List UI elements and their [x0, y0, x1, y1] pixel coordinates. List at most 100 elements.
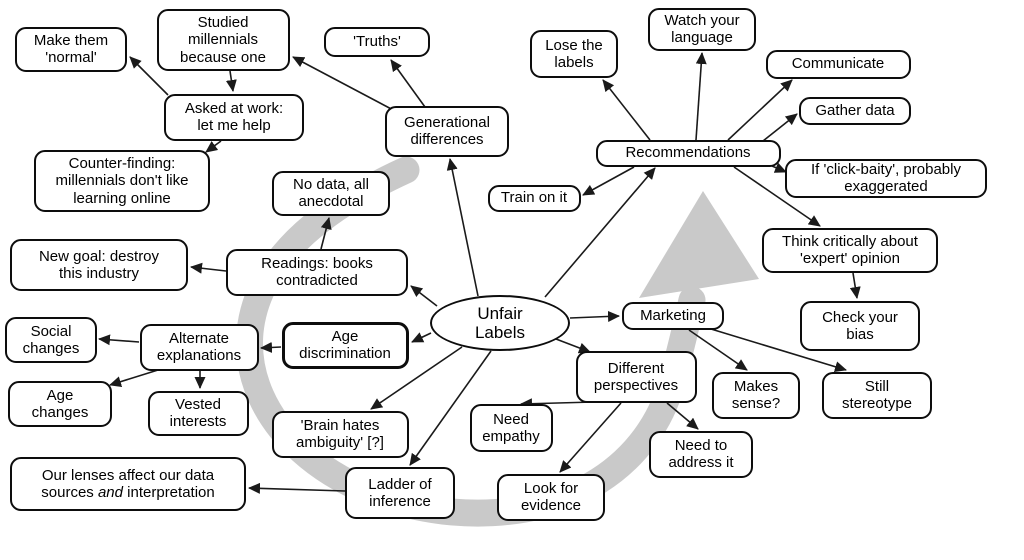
- node-label: Look for evidence: [520, 479, 582, 514]
- node-label: Social changes: [22, 322, 80, 357]
- node-think-critically: Think critically about 'expert' opinion: [762, 227, 938, 273]
- node-check-your-bias: Check your bias: [800, 301, 920, 351]
- node-label: Lose the labels: [545, 36, 603, 71]
- node-label: Ladder of inference: [368, 475, 432, 510]
- edge-unfair-labels-generational-differences: [446, 158, 479, 297]
- node-label: Age discrimination: [299, 327, 391, 362]
- node-label: Vested interests: [169, 395, 227, 430]
- node-watch-your-language: Watch your language: [648, 7, 756, 51]
- node-social-changes: Social changes: [5, 317, 97, 363]
- node-vested-interests: Vested interests: [147, 390, 249, 436]
- node-label: Communicate: [791, 55, 885, 73]
- node-label-segment: Our lenses affect our data sources: [41, 466, 215, 501]
- node-label: If 'click-baity', probably exaggerated: [811, 160, 961, 195]
- node-lose-the-labels: Lose the labels: [530, 30, 618, 78]
- node-label: Unfair Labels: [474, 303, 526, 342]
- node-label: Gather data: [815, 102, 895, 120]
- edge-generational-differences-studied-millennials: [292, 56, 398, 113]
- node-age-discrimination: Age discrimination: [281, 321, 409, 369]
- node-label-segment: interpretation: [123, 484, 215, 501]
- edge-different-perspectives-look-for-evidence: [559, 402, 622, 473]
- node-marketing: Marketing: [622, 302, 724, 330]
- edge-alternate-explanations-age-changes: [109, 369, 159, 387]
- edge-asked-at-work-counter-finding: [205, 140, 222, 153]
- node-makes-sense: Makes sense?: [712, 371, 800, 419]
- edge-think-critically-check-your-bias: [849, 272, 861, 299]
- node-alternate-explanations: Alternate explanations: [139, 323, 259, 371]
- node-label: Age changes: [31, 386, 89, 421]
- node-label: Counter-finding: millennials don't like …: [55, 155, 189, 207]
- edge-recommendations-gather-data: [762, 113, 798, 142]
- node-label: Watch your language: [664, 11, 740, 46]
- edge-readings-no-data: [320, 217, 332, 250]
- node-click-baity: If 'click-baity', probably exaggerated: [785, 158, 987, 198]
- node-label: No data, all anecdotal: [293, 175, 369, 210]
- node-label: New goal: destroy this industry: [38, 247, 160, 282]
- node-label: Marketing: [640, 307, 706, 325]
- edge-recommendations-watch-your-language: [695, 52, 707, 141]
- node-readings: Readings: books contradicted: [226, 248, 408, 296]
- node-label: Make them 'normal': [33, 31, 109, 66]
- node-truths: 'Truths': [324, 27, 430, 57]
- edge-different-perspectives-need-to-address: [666, 402, 699, 430]
- edge-age-discrimination-alternate-explanations: [260, 341, 282, 353]
- edge-unfair-labels-brain-hates: [370, 346, 463, 410]
- edge-asked-at-work-make-them-normal: [129, 56, 169, 96]
- edge-unfair-labels-age-discrimination: [411, 332, 432, 343]
- edge-generational-differences-truths: [390, 59, 426, 108]
- node-ladder-of-inference: Ladder of inference: [345, 467, 455, 519]
- node-label: Studied millennials because one: [180, 14, 266, 66]
- edge-unfair-labels-different-perspectives: [555, 338, 591, 354]
- node-label: Generational differences: [404, 113, 490, 148]
- edge-recommendations-communicate: [727, 79, 793, 141]
- edge-marketing-still-stereotype: [710, 328, 847, 373]
- edge-ladder-of-inference-our-lenses: [248, 482, 346, 494]
- edge-recommendations-train-on-it: [582, 166, 635, 196]
- node-communicate: Communicate: [765, 49, 911, 79]
- node-recommendations: Recommendations: [595, 139, 781, 167]
- node-make-them-normal: Make them 'normal': [15, 26, 127, 72]
- node-label: 'Truths': [353, 33, 401, 51]
- node-studied-millennials: Studied millennials because one: [156, 9, 290, 71]
- node-label: Need empathy: [482, 410, 540, 445]
- node-counter-finding: Counter-finding: millennials don't like …: [34, 150, 210, 212]
- node-label: Our lenses affect our data sources and i…: [41, 467, 214, 501]
- edge-unfair-labels-readings: [410, 285, 438, 307]
- node-label: Recommendations: [625, 144, 751, 162]
- node-train-on-it: Train on it: [487, 184, 581, 212]
- node-label: 'Brain hates ambiguity' [?]: [296, 416, 384, 451]
- edge-unfair-labels-ladder-of-inference: [409, 350, 492, 466]
- edge-recommendations-click-baity: [771, 162, 787, 173]
- node-label: Alternate explanations: [156, 329, 242, 364]
- edge-readings-new-goal: [190, 262, 227, 274]
- node-age-changes: Age changes: [8, 381, 112, 427]
- edge-unfair-labels-marketing: [569, 310, 620, 322]
- edge-recommendations-lose-the-labels: [602, 79, 651, 141]
- node-label: Check your bias: [822, 308, 898, 343]
- node-brain-hates: 'Brain hates ambiguity' [?]: [271, 410, 409, 458]
- node-still-stereotype: Still stereotype: [822, 371, 932, 419]
- node-label: Different perspectives: [593, 359, 679, 394]
- node-label-italic-segment: and: [97, 484, 123, 501]
- background-swoosh-arrowhead: [639, 191, 759, 298]
- node-label: Think critically about 'expert' opinion: [782, 232, 918, 267]
- node-look-for-evidence: Look for evidence: [497, 473, 605, 521]
- node-different-perspectives: Different perspectives: [575, 351, 697, 403]
- node-label: Asked at work: let me help: [184, 99, 284, 134]
- node-label: Still stereotype: [841, 377, 913, 412]
- node-label: Makes sense?: [731, 377, 781, 412]
- node-unfair-labels: Unfair Labels: [430, 295, 570, 351]
- node-label: Train on it: [500, 189, 568, 207]
- node-need-empathy: Need empathy: [469, 404, 553, 452]
- edge-different-perspectives-need-empathy: [520, 398, 595, 410]
- node-our-lenses: Our lenses affect our data sources and i…: [10, 457, 246, 511]
- edge-alternate-explanations-social-changes: [98, 334, 140, 346]
- edge-marketing-makes-sense: [688, 329, 748, 371]
- node-no-data: No data, all anecdotal: [272, 170, 390, 216]
- node-asked-at-work: Asked at work: let me help: [164, 93, 304, 141]
- node-label: Readings: books contradicted: [261, 254, 373, 289]
- edge-unfair-labels-recommendations: [544, 167, 656, 298]
- node-generational-differences: Generational differences: [385, 105, 509, 157]
